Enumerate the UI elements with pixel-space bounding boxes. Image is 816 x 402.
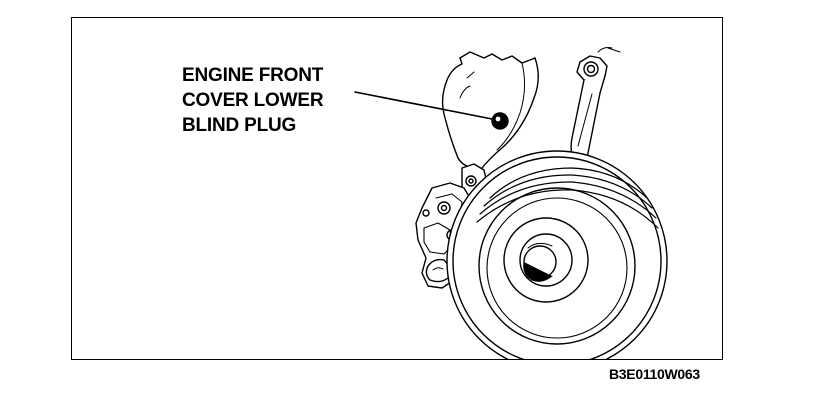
callout-line-3: BLIND PLUG [182, 115, 297, 136]
blind-plug-callout: ENGINE FRONT COVER LOWER BLIND PLUG [182, 63, 382, 138]
front-cover-outline [441, 51, 539, 169]
blind-plug [491, 112, 509, 130]
engine-front-drawing [354, 47, 668, 359]
right-bracket [570, 47, 621, 169]
illustration-frame: ENGINE FRONT COVER LOWER BLIND PLUG [71, 17, 723, 360]
callout-line-2: COVER LOWER [182, 90, 324, 111]
crankshaft-pulley [446, 150, 668, 359]
callout-line-1: ENGINE FRONT [182, 65, 324, 86]
leader-line [354, 91, 493, 120]
figure-code: B3E0110W063 [609, 366, 700, 382]
